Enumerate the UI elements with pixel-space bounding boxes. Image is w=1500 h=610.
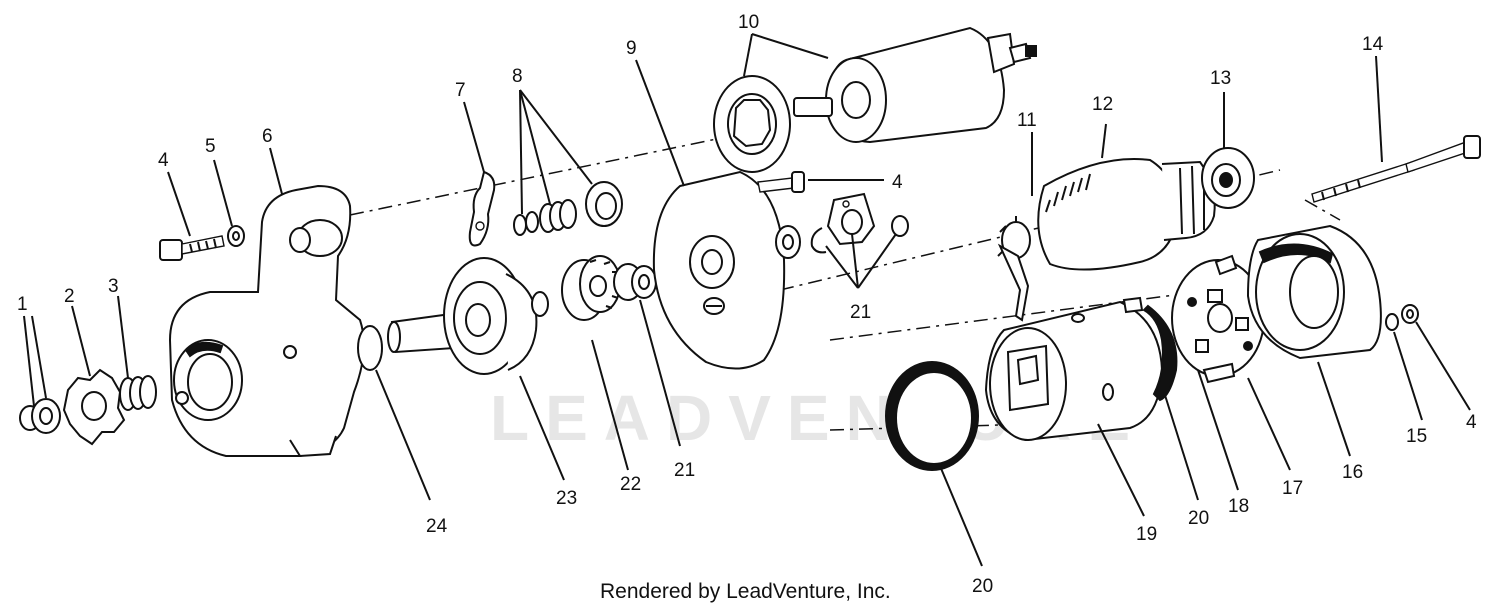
- callout-labels: 1 2 3 4 5 6 7 8 9 10 4 11 12 13 14 21 24…: [17, 12, 1477, 597]
- part-15-washer: [1385, 313, 1399, 331]
- part-16-end-cover: [1246, 224, 1382, 360]
- part-8-springs: [513, 181, 623, 236]
- callout-17: 17: [1282, 478, 1303, 499]
- callout-1: 1: [17, 294, 28, 315]
- part-21-washer-left: [613, 263, 657, 301]
- callout-14: 14: [1362, 34, 1384, 55]
- part-12-armature: [1037, 158, 1216, 271]
- callout-20-right: 20: [1188, 508, 1209, 529]
- part-19-field-frame: [984, 296, 1164, 442]
- callout-21-right: 21: [850, 302, 871, 323]
- callout-20-bottom: 20: [972, 576, 993, 597]
- part-10-solenoid: [713, 26, 1037, 173]
- callout-12: 12: [1092, 94, 1113, 115]
- callout-6: 6: [262, 126, 273, 147]
- callout-2: 2: [64, 286, 75, 307]
- callout-22: 22: [620, 474, 641, 495]
- part-4-bolt: [159, 235, 225, 261]
- callout-13: 13: [1210, 68, 1231, 89]
- callout-15: 15: [1406, 426, 1427, 447]
- callout-21-left: 21: [674, 460, 695, 481]
- callout-19: 19: [1136, 524, 1157, 545]
- callout-3: 3: [108, 276, 119, 297]
- part-7-shift-lever: [468, 170, 496, 247]
- callout-16: 16: [1342, 462, 1363, 483]
- part-9-end-plate: [652, 170, 786, 370]
- callout-8: 8: [512, 66, 523, 87]
- part-14-through-bolts: [1311, 135, 1481, 203]
- callout-7: 7: [455, 80, 466, 101]
- part-5-washer: [227, 225, 245, 247]
- callout-9: 9: [626, 38, 637, 59]
- callout-10: 10: [738, 12, 759, 33]
- part-4-screw-middle: [757, 171, 805, 193]
- part-4-screw-right: [1401, 304, 1419, 324]
- callout-11: 11: [1017, 110, 1037, 131]
- part-1-lock-washer: [19, 398, 61, 434]
- leader-lines: [23, 33, 1471, 567]
- footer-credit: Rendered by LeadVenture, Inc.: [600, 580, 891, 603]
- part-11-armature-pinion: [997, 216, 1031, 322]
- part-23-shaft: [387, 257, 549, 375]
- part-22-pinion: [561, 255, 621, 321]
- callout-5: 5: [205, 136, 216, 157]
- part-20-frame-seal: [1142, 304, 1178, 402]
- callout-4-left: 4: [158, 150, 169, 171]
- callout-23: 23: [556, 488, 577, 509]
- part-2-drive-gear: [62, 368, 126, 446]
- part-13-bearing: [1201, 147, 1255, 209]
- callout-4-middle: 4: [892, 172, 903, 193]
- callout-24: 24: [426, 516, 448, 537]
- part-21-parts-group: [775, 192, 909, 259]
- part-3-spring: [119, 375, 157, 411]
- part-6-drive-housing: [168, 184, 383, 458]
- callout-4-right: 4: [1466, 412, 1477, 433]
- callout-18: 18: [1228, 496, 1249, 517]
- part-20-seal-ring: [885, 361, 979, 471]
